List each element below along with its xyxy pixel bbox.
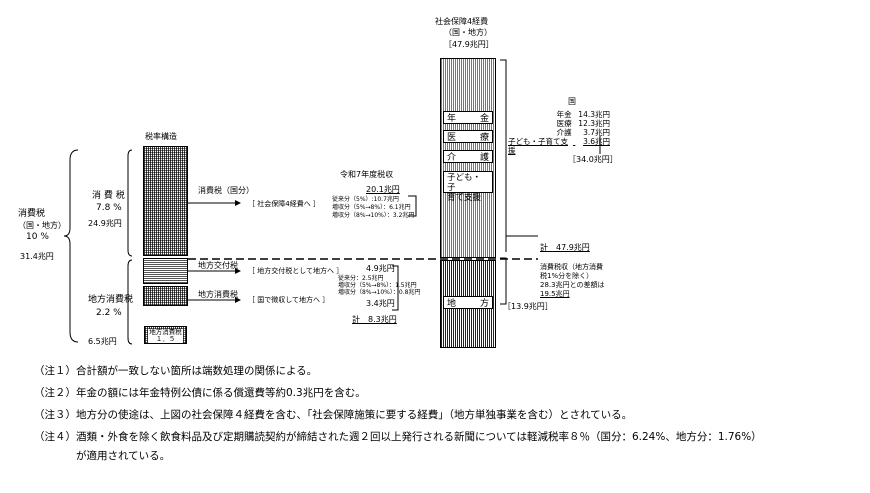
flow-collected: ［ 国で徴収して地方へ ］	[248, 296, 330, 304]
social-heading-1: 社会保障4経費	[435, 17, 489, 26]
structure-small-box: 地方消費税 １．５	[144, 326, 187, 344]
label-local: 地方	[443, 296, 493, 309]
flow-to-local: ［ 地方交付税として地方へ ］	[248, 267, 344, 275]
gap-note-3: 28.3兆円との差額は	[540, 281, 605, 289]
total-amount: 31.4兆円	[20, 252, 54, 261]
national-brace	[500, 59, 507, 252]
gap-note-2: 税1%分を除く）	[540, 272, 594, 280]
flow-local: 地方消費税	[198, 290, 238, 299]
right-title: 国	[568, 97, 576, 106]
right-items: 年金 14.3兆円 医療 12.3兆円 介護 3.7兆円 子ども・子育て支援 3…	[508, 110, 610, 155]
label-pension: 年金	[443, 111, 493, 124]
label-medical: 医療	[443, 130, 493, 143]
total-local: 計 8.3兆円	[352, 315, 397, 324]
flow-kokubun: 消費税（国分）	[198, 186, 254, 195]
local-brace-right	[392, 265, 399, 311]
local-social-amount: ［13.9兆円］	[503, 302, 553, 311]
note-3: （注３）地方分の使途は、上図の社会保障４経費を含む、「社会保障施策に要する経費」…	[34, 409, 633, 421]
breakdown-top-3: 増収分（8%→10%）：3.2兆円	[332, 212, 415, 219]
total-label-2: （国・地方）	[18, 221, 66, 230]
grand-total: 計 47.9兆円	[540, 243, 590, 252]
label-child: 子ども・子育て支援	[443, 171, 493, 203]
gap-note-4: 19.5兆円	[540, 290, 570, 298]
small-box-line1: 地方消費税	[149, 328, 182, 336]
breakdown-top-2: 増収分（5%→8%）：6.1兆円	[332, 204, 411, 211]
breakdown-top-1: 従来分（5%）:10.7兆円	[332, 196, 399, 203]
breakdown-grant-1: 従来分：2.5兆円	[338, 275, 384, 282]
structure-bar-grant	[143, 258, 188, 284]
note-4: （注４）酒類・外食を除く飲食料品及び定期購読契約が締結された週２回以上発行される…	[34, 431, 762, 443]
right-item-medical: 医療 12.3兆円	[556, 119, 610, 128]
total-label-1: 消費税	[18, 209, 46, 219]
top-brace-right	[408, 195, 417, 217]
flow-social-4: ［ 社会保障4経費へ ］	[248, 200, 320, 208]
social-heading-3: ［47.9兆円］	[444, 40, 494, 49]
flow-grant: 地方交付税	[198, 261, 238, 270]
left-total-brace	[63, 149, 79, 343]
structure-bar-local	[143, 286, 188, 306]
consumption-tax-amount: 24.9兆円	[88, 219, 122, 228]
social-heading-2: （国・地方）	[444, 28, 492, 37]
note-2: （注２）年金の額には年金特例公債に係る償還費等約0.3兆円を含む。	[34, 387, 366, 399]
amount-local: 3.4兆円	[366, 299, 395, 308]
local-tax-amount: 6.5兆円	[88, 337, 117, 346]
middle-heading: 令和7年度税収	[340, 170, 394, 179]
consumption-tax-rate: 7.8 %	[96, 203, 122, 213]
local-social-brace	[500, 257, 507, 305]
total-label-3: 10 %	[26, 232, 49, 242]
right-item-child: 子ども・子育て支援 3.6兆円	[508, 137, 610, 155]
local-tax-brace	[127, 259, 133, 345]
consumption-tax-label: 消 費 税	[92, 191, 125, 201]
breakdown-grant-3: 増収分（8%→10%）：0.8兆円	[338, 289, 421, 296]
small-box-line2: １．５	[155, 335, 176, 343]
national-total: ［34.0兆円］	[568, 155, 618, 164]
note-1: （注１）合計額が一致しない箇所は端数処理の関係による。	[34, 365, 318, 377]
gap-note-1: 消費税収（地方消費	[540, 263, 603, 271]
local-tax-rate: 2.2 %	[96, 308, 122, 318]
note-4-cont: が適用されている。	[34, 450, 171, 462]
local-tax-label: 地方消費税	[88, 295, 134, 305]
structure-bar-national	[143, 146, 188, 256]
label-care: 介護	[443, 150, 493, 163]
consumption-tax-brace	[127, 149, 133, 257]
right-item-care: 介護 3.7兆円	[556, 128, 610, 137]
amount-top: 20.1兆円	[366, 185, 400, 194]
amount-grant: 4.9兆円	[366, 264, 395, 273]
structure-title: 税率構造	[145, 132, 177, 141]
breakdown-grant-2: 増収分（5%→8%）：1.5兆円	[338, 282, 417, 289]
right-item-pension: 年金 14.3兆円	[556, 110, 610, 119]
